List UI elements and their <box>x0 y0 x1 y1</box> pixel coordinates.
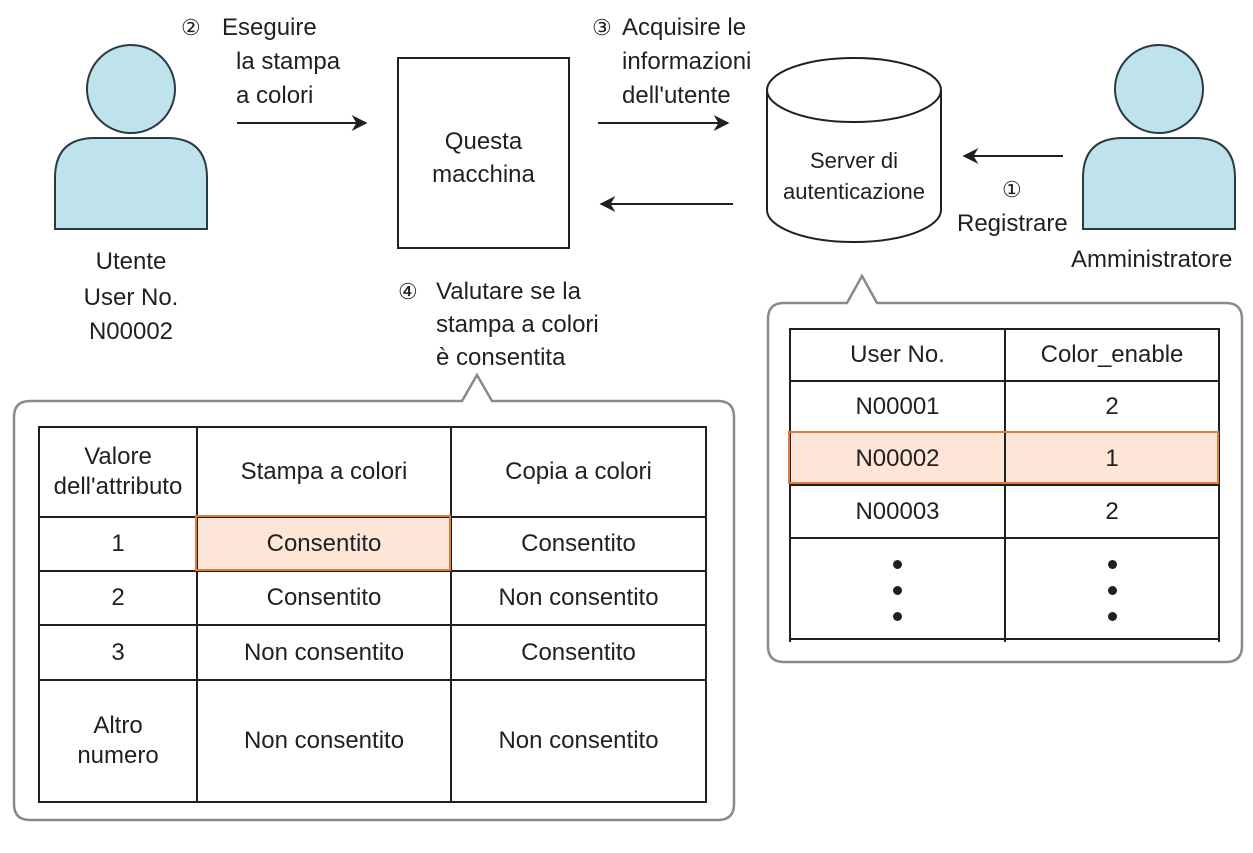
step1-number: ① <box>1002 177 1022 202</box>
attr-value-cell: Altro numero <box>38 679 198 803</box>
user-no-cell: N00001 <box>789 380 1006 433</box>
machine-box <box>397 57 570 249</box>
table-row: 3 Non consentito Consentito <box>38 624 707 681</box>
step2-line3: a colori <box>236 82 314 109</box>
permission-table-header-row: Valore dell'attributo Stampa a colori Co… <box>38 426 707 518</box>
step3-number: ③ <box>592 15 612 40</box>
step1-text: Registrare <box>957 210 1068 237</box>
table-row: N00001 2 <box>789 380 1220 433</box>
table-row-ellipsis <box>789 537 1220 642</box>
user-no-value: N00002 <box>88 318 174 345</box>
color-enable-cell: 1 <box>1004 431 1220 486</box>
print-permission-cell: Non consentito <box>196 624 452 681</box>
user-table-header-row: User No. Color_enable <box>789 328 1220 382</box>
attr-value-header-line1: Valore <box>84 443 152 470</box>
table-row: N00003 2 <box>789 484 1220 539</box>
user-no-cell: N00002 <box>789 431 1006 486</box>
color-print-header: Stampa a colori <box>196 426 452 518</box>
permission-table: Valore dell'attributo Stampa a colori Co… <box>38 426 707 803</box>
admin-figure-icon <box>1082 44 1236 230</box>
attr-value-other-line1: Altro <box>93 712 143 739</box>
color-enable-cell: 2 <box>1004 484 1220 539</box>
attr-value-cell: 3 <box>38 624 198 681</box>
copy-permission-cell: Non consentito <box>450 570 707 626</box>
step3-line1: Acquisire le <box>622 14 747 41</box>
copy-permission-cell: Consentito <box>450 516 707 572</box>
copy-permission-cell: Consentito <box>450 624 707 681</box>
color-copy-header: Copia a colori <box>450 426 707 518</box>
print-permission-cell: Consentito <box>196 570 452 626</box>
table-row: 2 Consentito Non consentito <box>38 570 707 626</box>
user-no-label: User No. <box>83 284 179 311</box>
attr-value-other-line2: numero <box>77 742 159 769</box>
user-figure-icon <box>54 44 208 230</box>
table-row: 1 Consentito Consentito <box>38 516 707 572</box>
server-label-line1: Server di <box>809 148 899 173</box>
print-permission-cell-highlighted: Consentito <box>196 516 452 572</box>
admin-label: Amministratore <box>1071 246 1233 273</box>
step2-line1: Eseguire <box>222 14 317 41</box>
vertical-ellipsis-icon <box>791 560 1004 621</box>
user-table-header-color-enable: Color_enable <box>1004 328 1220 382</box>
machine-label-line2: macchina <box>432 161 535 188</box>
step4-line2: stampa a colori <box>436 311 599 338</box>
attr-value-header: Valore dell'attributo <box>38 426 198 518</box>
step2-line2: la stampa <box>236 48 341 75</box>
user-no-cell: N00003 <box>789 484 1006 539</box>
step3-line3: dell'utente <box>622 82 731 109</box>
attr-value-cell: 1 <box>38 516 198 572</box>
ellipsis-cell <box>789 537 1006 642</box>
copy-permission-cell: Non consentito <box>450 679 707 803</box>
server-label-line2: autenticazione <box>783 179 925 204</box>
step4-line3: è consentita <box>436 344 566 371</box>
vertical-ellipsis-icon <box>1006 560 1218 621</box>
table-row: Altro numero Non consentito Non consenti… <box>38 679 707 803</box>
server-cylinder-icon <box>766 57 942 243</box>
step2-number: ② <box>181 15 201 40</box>
machine-label-line1: Questa <box>444 128 523 155</box>
print-permission-cell: Non consentito <box>196 679 452 803</box>
step4-number: ④ <box>398 279 418 304</box>
table-row-highlighted: N00002 1 <box>789 431 1220 486</box>
ellipsis-cell <box>1004 537 1220 642</box>
user-table-header-user-no: User No. <box>789 328 1006 382</box>
step3-line2: informazioni <box>622 48 752 75</box>
attr-value-cell: 2 <box>38 570 198 626</box>
user-role-label: Utente <box>95 248 167 275</box>
attr-value-header-line2: dell'attributo <box>53 473 183 500</box>
step4-line1: Valutare se la <box>436 278 581 305</box>
user-table-bottom-border <box>789 638 1220 640</box>
color-enable-cell: 2 <box>1004 380 1220 433</box>
user-table: User No. Color_enable N00001 2 N00002 1 … <box>789 328 1220 642</box>
